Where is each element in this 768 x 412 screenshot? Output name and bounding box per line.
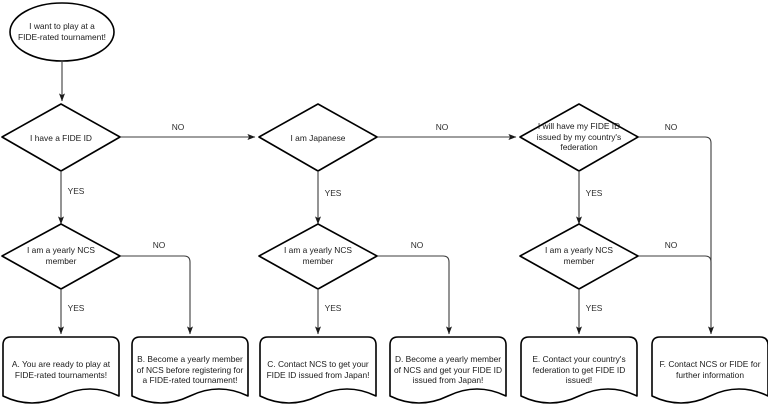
edge-label-fide-id-yes: YES: [67, 186, 85, 196]
edge-label-federation-no: NO: [664, 122, 678, 132]
node-fide-id-diamond: [1, 103, 121, 172]
edge-label-ncs-right-no: NO: [664, 240, 678, 250]
node-doc-d: [389, 336, 507, 404]
node-ncs-right-diamond: [519, 223, 639, 290]
edge-ncs-mid-no: [377, 255, 453, 335]
node-doc-a: [2, 336, 120, 404]
edge-label-ncs-left-yes: YES: [67, 303, 85, 313]
node-start-ellipse: [9, 2, 115, 62]
edge-label-ncs-mid-no: NO: [410, 240, 424, 250]
edge-ncs-left-no: [120, 255, 194, 335]
edge-label-japanese-no: NO: [435, 122, 449, 132]
edge-label-ncs-left-no: NO: [152, 240, 166, 250]
node-federation-diamond: [519, 103, 639, 172]
node-ncs-left-diamond: [1, 223, 121, 290]
node-doc-f: [651, 336, 768, 404]
edge-label-japanese-yes: YES: [324, 188, 342, 198]
node-doc-b: [131, 336, 249, 404]
edge-federation-no: [638, 136, 715, 335]
edge-ncs-right-no: [638, 255, 712, 300]
edge-label-ncs-right-yes: YES: [585, 303, 603, 313]
node-japanese-diamond: [258, 103, 378, 172]
edge-label-fide-id-no: NO: [171, 122, 185, 132]
edge-label-ncs-mid-yes: YES: [324, 303, 342, 313]
node-ncs-mid-diamond: [258, 223, 378, 290]
edge-label-federation-yes: YES: [585, 188, 603, 198]
node-doc-e: [520, 336, 638, 404]
node-doc-c: [259, 336, 377, 404]
